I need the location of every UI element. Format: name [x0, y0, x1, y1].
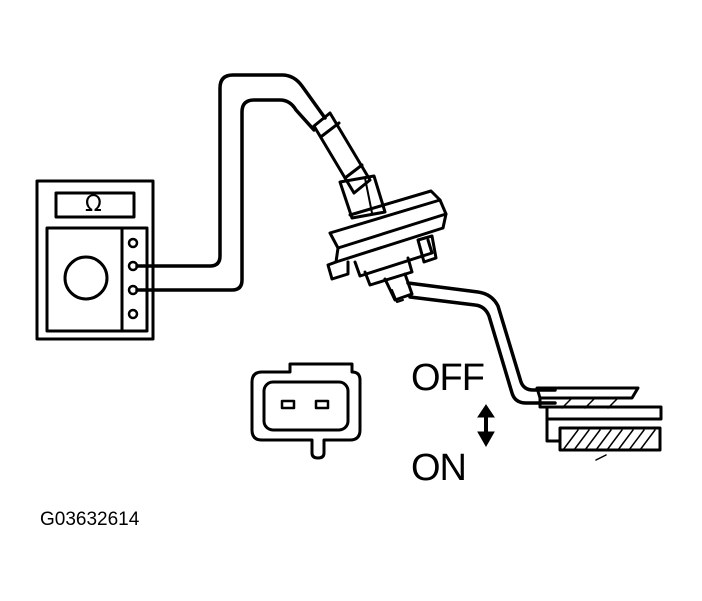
float-arm — [406, 281, 557, 405]
base-hatching — [562, 429, 656, 461]
float-assembly — [535, 386, 663, 452]
on-label: ON — [411, 447, 467, 489]
probe-connector — [312, 111, 387, 220]
connector-face — [250, 362, 362, 460]
double-arrow-icon — [477, 404, 495, 448]
off-label: OFF — [411, 357, 485, 399]
test-leads — [135, 73, 327, 292]
ohm-symbol: Ω — [85, 192, 102, 217]
figure-code: G03632614 — [40, 509, 140, 530]
ohmmeter — [35, 179, 155, 341]
switch-connector-body — [326, 189, 448, 303]
